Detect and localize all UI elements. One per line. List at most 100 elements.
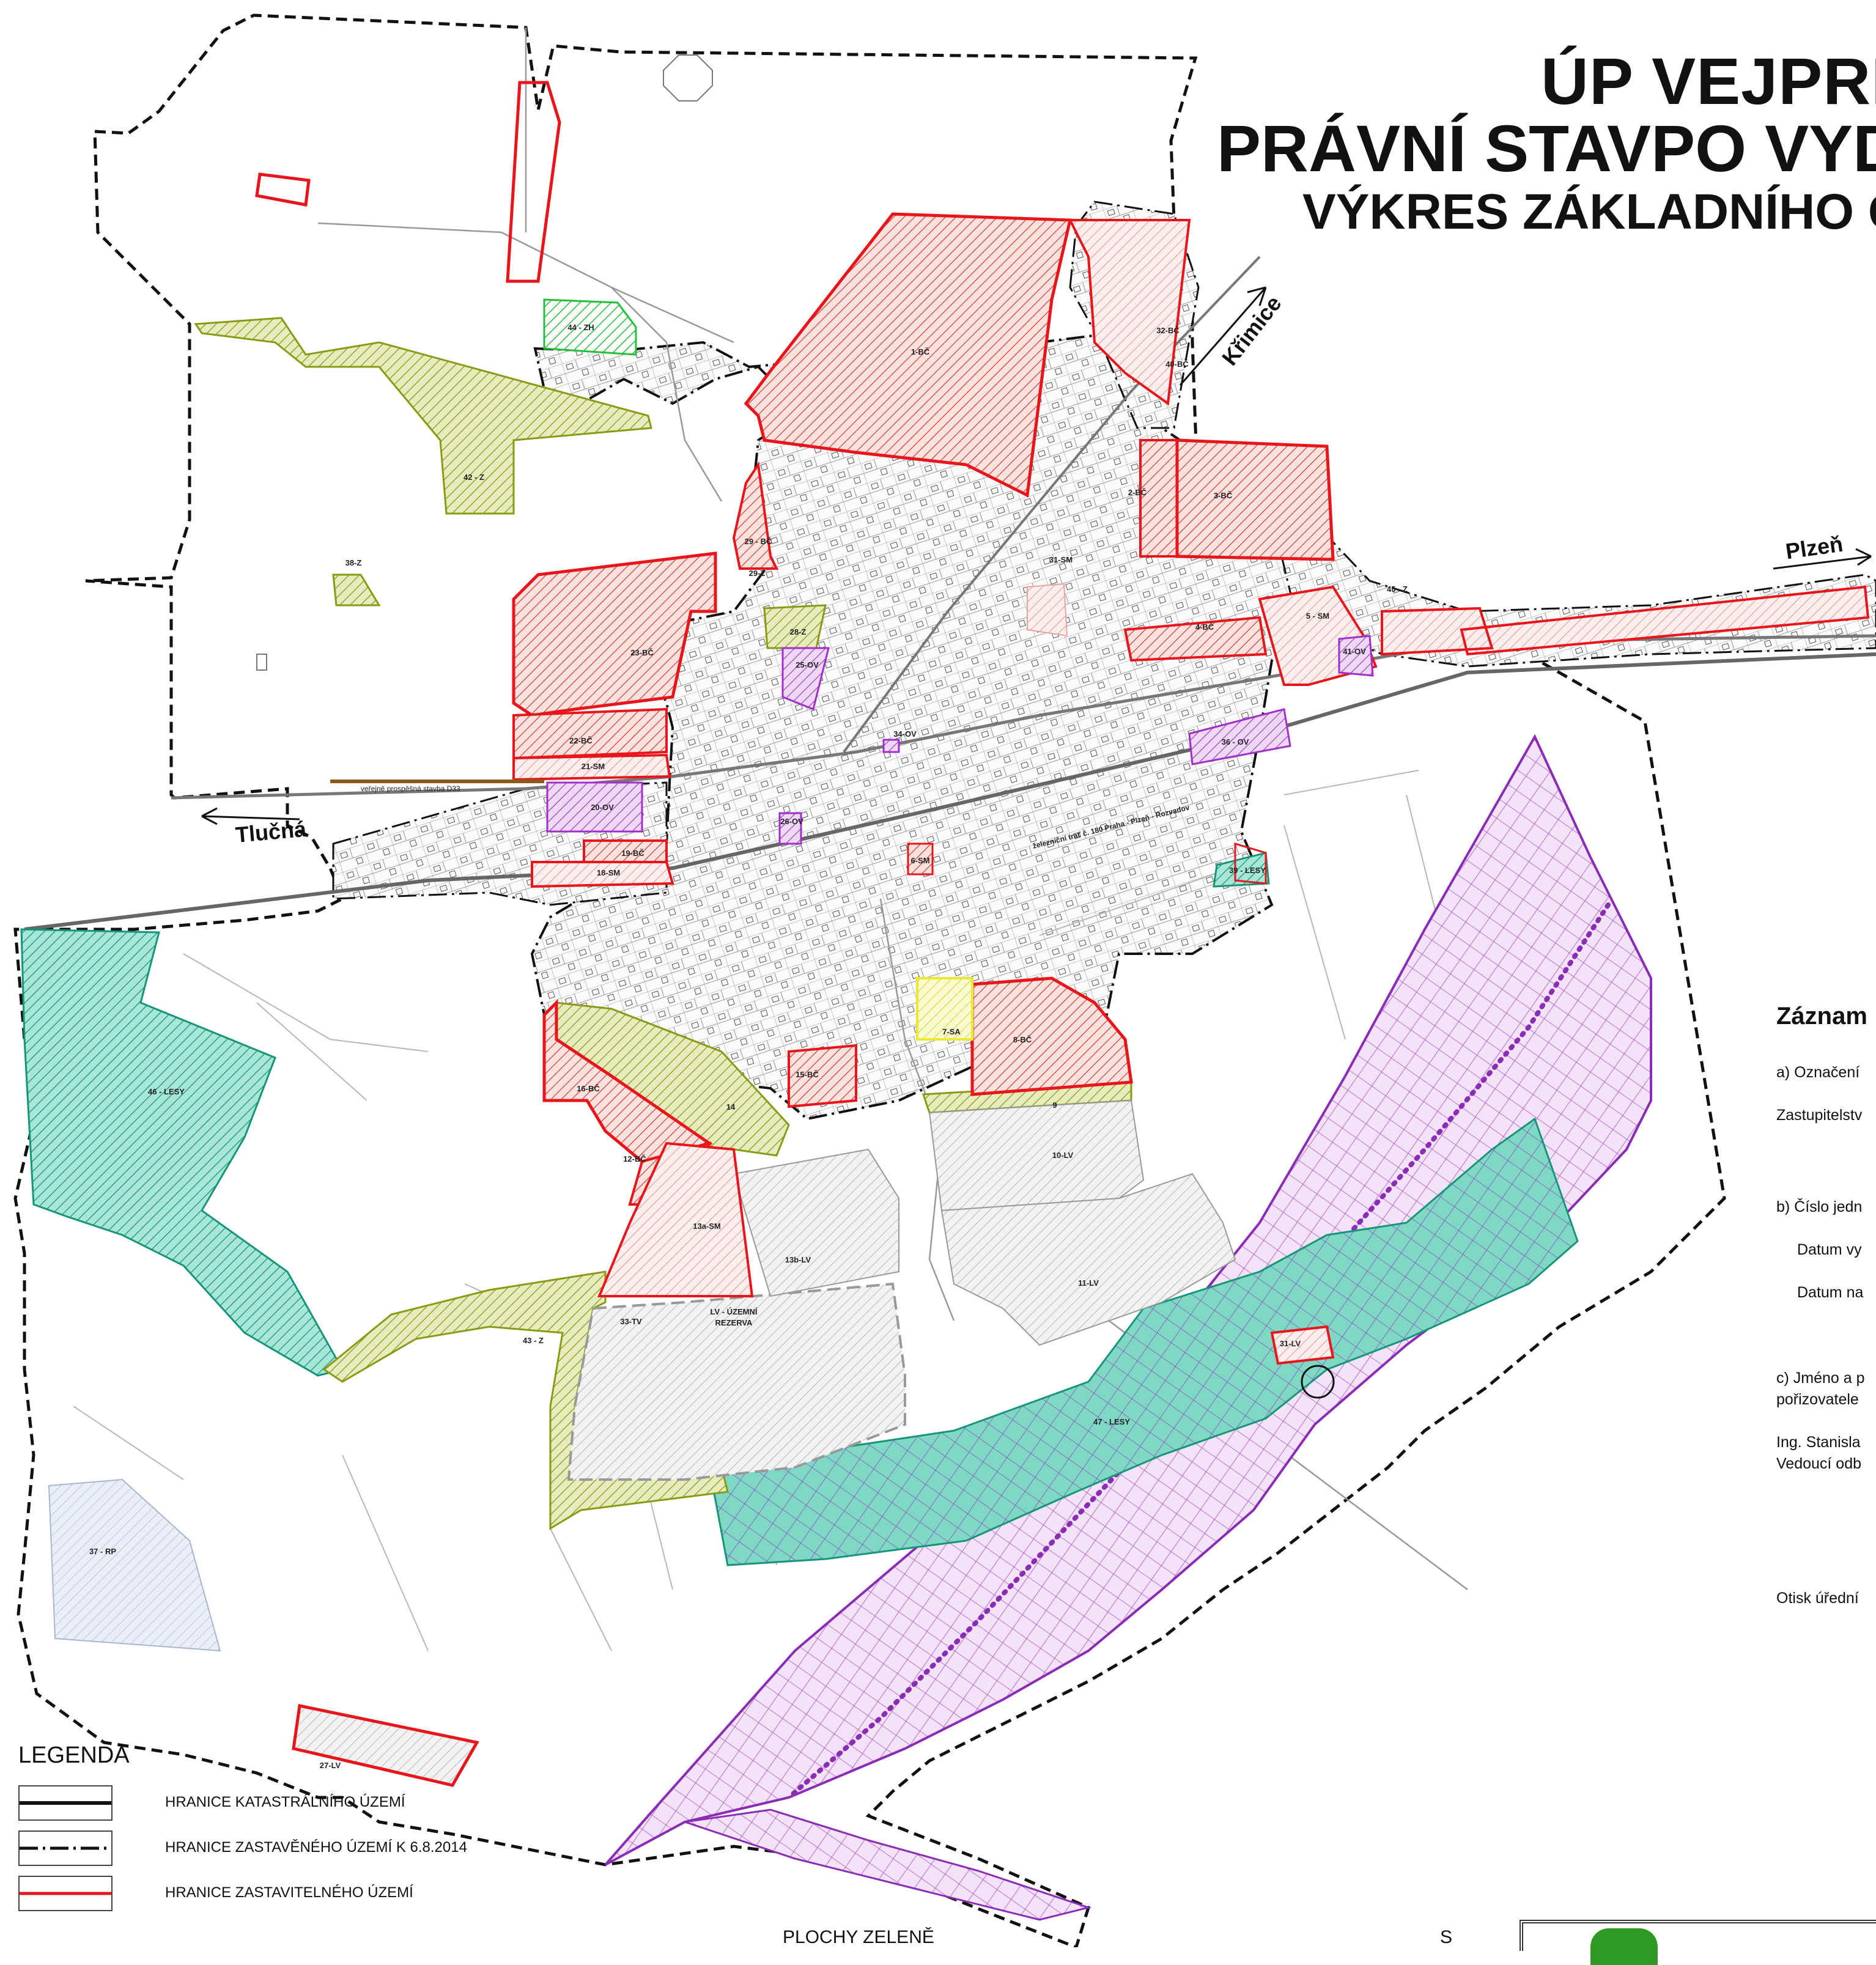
zone-16-bc — [542, 998, 713, 1163]
record-a: a) Označení — [1776, 1064, 1860, 1081]
zone-8-bc — [970, 976, 1133, 1096]
section-green-areas: PLOCHY ZELENĚ — [783, 1927, 934, 1947]
zone-15-bc — [788, 1044, 857, 1108]
zone-42-z — [194, 317, 652, 515]
zone-label: 37 - RP — [89, 1547, 116, 1556]
record-b: b) Číslo jedn — [1776, 1198, 1863, 1215]
zone-label: 21-SM — [582, 762, 605, 771]
legend-heading: LEGENDA — [18, 1742, 130, 1768]
zone-label: 8-BČ — [1013, 1035, 1032, 1044]
arrow-tlucna — [201, 807, 300, 825]
zone-36-ov — [1188, 708, 1291, 765]
map-subtitle: PRÁVNÍ STAVPO VYDÁ — [1217, 111, 1876, 185]
zone-label: 26-OV — [780, 817, 803, 826]
zone-3-bc — [1175, 438, 1335, 561]
legend-label: HRANICE ZASTAVĚNÉHO ÚZEMÍ K 6.8.2014 — [165, 1839, 467, 1856]
record-c2: pořizovatele — [1776, 1391, 1859, 1408]
arrow-plzen — [1773, 548, 1872, 570]
zone-label: 25-OV — [796, 660, 819, 669]
zone-label: 46 - LESY — [148, 1087, 185, 1096]
zone-label: 34-OV — [893, 729, 917, 739]
zone-31-sm — [1027, 583, 1068, 637]
zone-10-lv — [928, 1099, 1145, 1212]
zone-label: 31-LV — [1280, 1339, 1301, 1348]
zone-13a-sm — [597, 1141, 754, 1297]
zone-label: 13a-SM — [693, 1222, 721, 1231]
zone-31-lv — [1270, 1325, 1335, 1365]
zone-43-z — [322, 1270, 729, 1530]
zone-21-sm — [512, 753, 671, 781]
record-date-effect: Datum na — [1797, 1284, 1864, 1301]
record-head: Vedoucí odb — [1776, 1455, 1862, 1472]
zone-37-rp — [48, 1478, 221, 1652]
zone-38-z — [332, 573, 381, 606]
zone-label: 2-BČ — [1128, 488, 1147, 497]
arrow-krimice — [1179, 286, 1267, 386]
zone-label: 15-BČ — [796, 1070, 819, 1079]
zone-label: 33-TV — [620, 1317, 642, 1326]
railway-line — [24, 652, 1876, 931]
zone-label: 11-LV — [1078, 1278, 1099, 1288]
zone-label: 42 - Z — [463, 473, 484, 482]
record-stamp: Otisk úřední — [1776, 1590, 1859, 1607]
record-ing: Ing. Stanisla — [1776, 1434, 1861, 1451]
zone-6-sm — [907, 842, 934, 876]
zone-41-ov — [1338, 635, 1374, 677]
map-title: ÚP VEJPRN — [1541, 44, 1876, 118]
zone-11-lv — [940, 1173, 1236, 1346]
zone-labels: 44 - ZH 1-BČ 32-BČ 40-BČ 42 - Z 2-BČ 3-B… — [89, 323, 1408, 1770]
zone-26-ov — [778, 812, 802, 845]
zone-label: 44 - ZH — [567, 323, 594, 332]
zone-4-bc — [1123, 616, 1268, 662]
octagon-landmark — [663, 54, 713, 101]
zone-label: 29-Z — [749, 569, 766, 578]
zone-label: 22-BČ — [569, 736, 593, 745]
zone-label: 43 - Z — [523, 1336, 544, 1345]
zone-label: 16-BČ — [577, 1084, 600, 1093]
small-building — [256, 654, 267, 671]
zone-label: 18-SM — [597, 868, 620, 877]
zone-label: 36 - OV — [1222, 737, 1249, 747]
zone-46-lesy — [20, 928, 344, 1377]
legend-swatch-built-up — [18, 1830, 113, 1866]
zone-east-plot — [1234, 842, 1267, 885]
legend-label: HRANICE ZASTAVITELNÉHO ÚZEMÍ — [165, 1884, 413, 1901]
road-north — [317, 28, 734, 502]
zone-label: 39 - LESY — [1229, 866, 1266, 875]
zone-label: REZERVA — [715, 1318, 753, 1327]
zone-44-zh — [543, 298, 637, 356]
record-date-issue: Datum vy — [1797, 1241, 1862, 1258]
zone-label: 14 — [726, 1102, 736, 1112]
zone-20-ov — [546, 781, 643, 833]
zone-nw-plot — [255, 172, 311, 207]
zone-label: 41-OV — [1343, 647, 1366, 656]
drawing-title: VÝKRES ZÁKLADNÍHO Č — [1302, 184, 1876, 240]
zone-label: 27-LV — [320, 1761, 341, 1770]
zone-label: 23-BČ — [630, 648, 654, 657]
legend-item-built-up: HRANICE ZASTAVĚNÉHO ÚZEMÍ K 6.8.2014 — [18, 1830, 569, 1866]
legend-label: HRANICE KATASTRÁLNÍHO ÚZEMÍ — [165, 1794, 405, 1810]
roundabout — [1301, 1365, 1335, 1399]
record-council: Zastupitelstv — [1776, 1107, 1863, 1124]
logo-frame — [1520, 1920, 1876, 1965]
zone-label: 4-BČ — [1195, 622, 1214, 632]
zone-label: 7-SA — [942, 1027, 961, 1036]
zone-23-bc — [512, 551, 717, 717]
legend-item-developable: HRANICE ZASTAVITELNÉHO ÚZEMÍ — [18, 1876, 569, 1911]
zone-label: 47 - LESY — [1093, 1417, 1130, 1426]
zone-label: LV - ÚZEMNÍ — [710, 1307, 757, 1316]
legend-swatch-developable — [18, 1876, 113, 1911]
zone-7-sa — [916, 977, 973, 1041]
record-c1: c) Jméno a p — [1776, 1370, 1865, 1387]
zone-label: 10-LV — [1052, 1151, 1074, 1160]
zone-label: 3-BČ — [1214, 491, 1233, 500]
zone-28-z — [763, 604, 827, 649]
zone-label: 31-SM — [1049, 555, 1073, 564]
zone-label: 6-SM — [910, 856, 929, 865]
section-s: S — [1440, 1927, 1453, 1947]
zone-label: 5 - SM — [1306, 611, 1329, 621]
zone-label: 45 - Z — [1387, 584, 1408, 594]
purple-tail — [684, 1808, 1092, 1921]
zone-27-lv — [292, 1704, 479, 1787]
